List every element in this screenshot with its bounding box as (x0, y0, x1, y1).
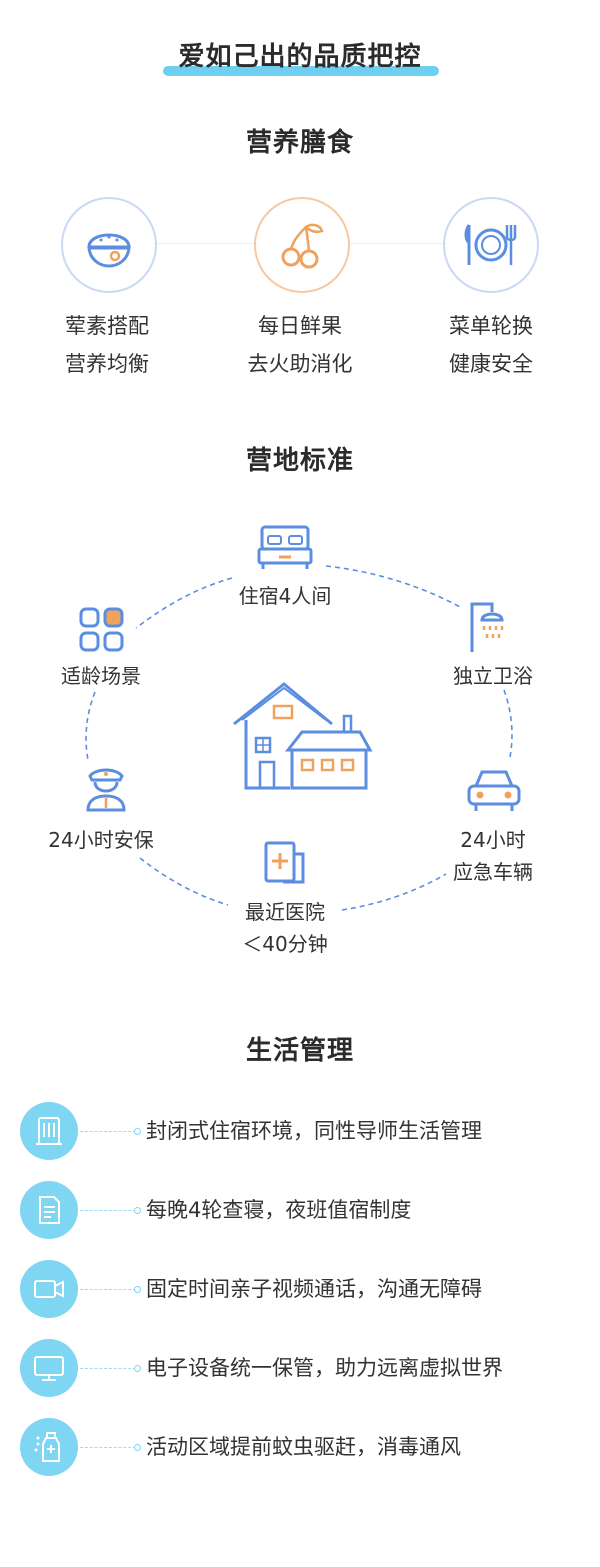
diet-item-1-text: 荤素搭配 营养均衡 (12, 307, 202, 383)
life-item-4: 电子设备统一保管，助力远离虚拟世界 (0, 1339, 600, 1399)
life-connector-end (134, 1365, 141, 1372)
life-connector-end (134, 1128, 141, 1135)
building-icon (36, 1117, 62, 1145)
diet-item-3-text: 菜单轮换 健康安全 (396, 307, 586, 383)
house-icon (233, 682, 373, 790)
life-connector (80, 1447, 136, 1448)
life-connector (80, 1131, 136, 1132)
camp-label-hospital-line1: 最近医院 (245, 900, 325, 924)
hospital-icon (264, 841, 305, 884)
life-item-5-text: 活动区域提前蚊虫驱赶，消毒通风 (146, 1435, 461, 1459)
diet-item-3-line2: 健康安全 (449, 352, 533, 376)
camp-label-hospital-line2: ＜40分钟 (242, 932, 328, 956)
life-item-3-circle (20, 1260, 78, 1318)
diet-item-2-text: 每日鲜果 去火助消化 (205, 307, 395, 383)
camp-label-grid: 适龄场景 (61, 664, 141, 688)
life-item-4-circle (20, 1339, 78, 1397)
plate-cutlery-icon (464, 224, 517, 265)
life-item-4-text: 电子设备统一保管，助力远离虚拟世界 (146, 1356, 503, 1380)
life-item-2: 每晚4轮查寝，夜班值宿制度 (0, 1181, 600, 1241)
camp-label-shower: 独立卫浴 (453, 664, 533, 688)
rice-bowl-icon (87, 233, 131, 268)
monitor-icon (34, 1356, 64, 1381)
life-item-1: 封闭式住宿环境，同性导师生活管理 (0, 1102, 600, 1162)
title-underline-bar (163, 66, 439, 76)
life-connector-end (134, 1207, 141, 1214)
diet-item-1-line1: 荤素搭配 (65, 314, 149, 338)
car-icon (467, 770, 521, 811)
life-connector-end (134, 1286, 141, 1293)
life-item-5-circle (20, 1418, 78, 1476)
shower-icon (470, 602, 504, 652)
life-item-1-circle (20, 1102, 78, 1160)
video-camera-icon (34, 1280, 64, 1298)
life-connector (80, 1368, 136, 1369)
life-connector-end (134, 1444, 141, 1451)
diet-item-3-circle (443, 197, 539, 293)
camp-label-bed: 住宿4人间 (238, 584, 332, 608)
spray-bottle-icon (34, 1432, 60, 1462)
diet-item-2-circle (254, 197, 350, 293)
diet-item-3-line1: 菜单轮换 (449, 314, 533, 338)
cherry-icon (281, 223, 324, 269)
diet-item-1-line2: 营养均衡 (65, 352, 149, 376)
section-title-life: 生活管理 (245, 1036, 354, 1066)
life-item-5: 活动区域提前蚊虫驱赶，消毒通风 (0, 1418, 600, 1478)
main-title-block: 爱如己出的品质把控 (0, 30, 600, 80)
bed-icon (257, 525, 313, 569)
camp-dashed-ring (85, 565, 513, 911)
camp-label-car: 24小时 应急车辆 (408, 824, 578, 888)
diet-item-1-circle (61, 197, 157, 293)
life-item-2-text: 每晚4轮查寝，夜班值宿制度 (146, 1198, 412, 1222)
camp-label-car-line2: 应急车辆 (453, 860, 533, 884)
document-icon (39, 1196, 60, 1224)
life-connector (80, 1289, 136, 1290)
camp-label-hospital: 最近医院 ＜40分钟 (200, 896, 370, 960)
life-item-3-text: 固定时间亲子视频通话，沟通无障碍 (146, 1277, 482, 1301)
section-title-camp: 营地标准 (245, 446, 354, 476)
diet-item-2-line1: 每日鲜果 (258, 314, 342, 338)
camp-label-car-line1: 24小时 (460, 828, 526, 852)
camp-label-guard: 24小时安保 (48, 828, 154, 852)
security-guard-icon (86, 768, 126, 812)
life-item-1-text: 封闭式住宿环境，同性导师生活管理 (146, 1119, 482, 1143)
life-item-2-circle (20, 1181, 78, 1239)
section-title-diet: 营养膳食 (245, 128, 354, 158)
main-title: 爱如己出的品质把控 (178, 42, 422, 72)
life-connector (80, 1210, 136, 1211)
diet-item-2-line2: 去火助消化 (247, 352, 353, 376)
life-item-3: 固定时间亲子视频通话，沟通无障碍 (0, 1260, 600, 1320)
grid-apps-icon (79, 607, 124, 652)
